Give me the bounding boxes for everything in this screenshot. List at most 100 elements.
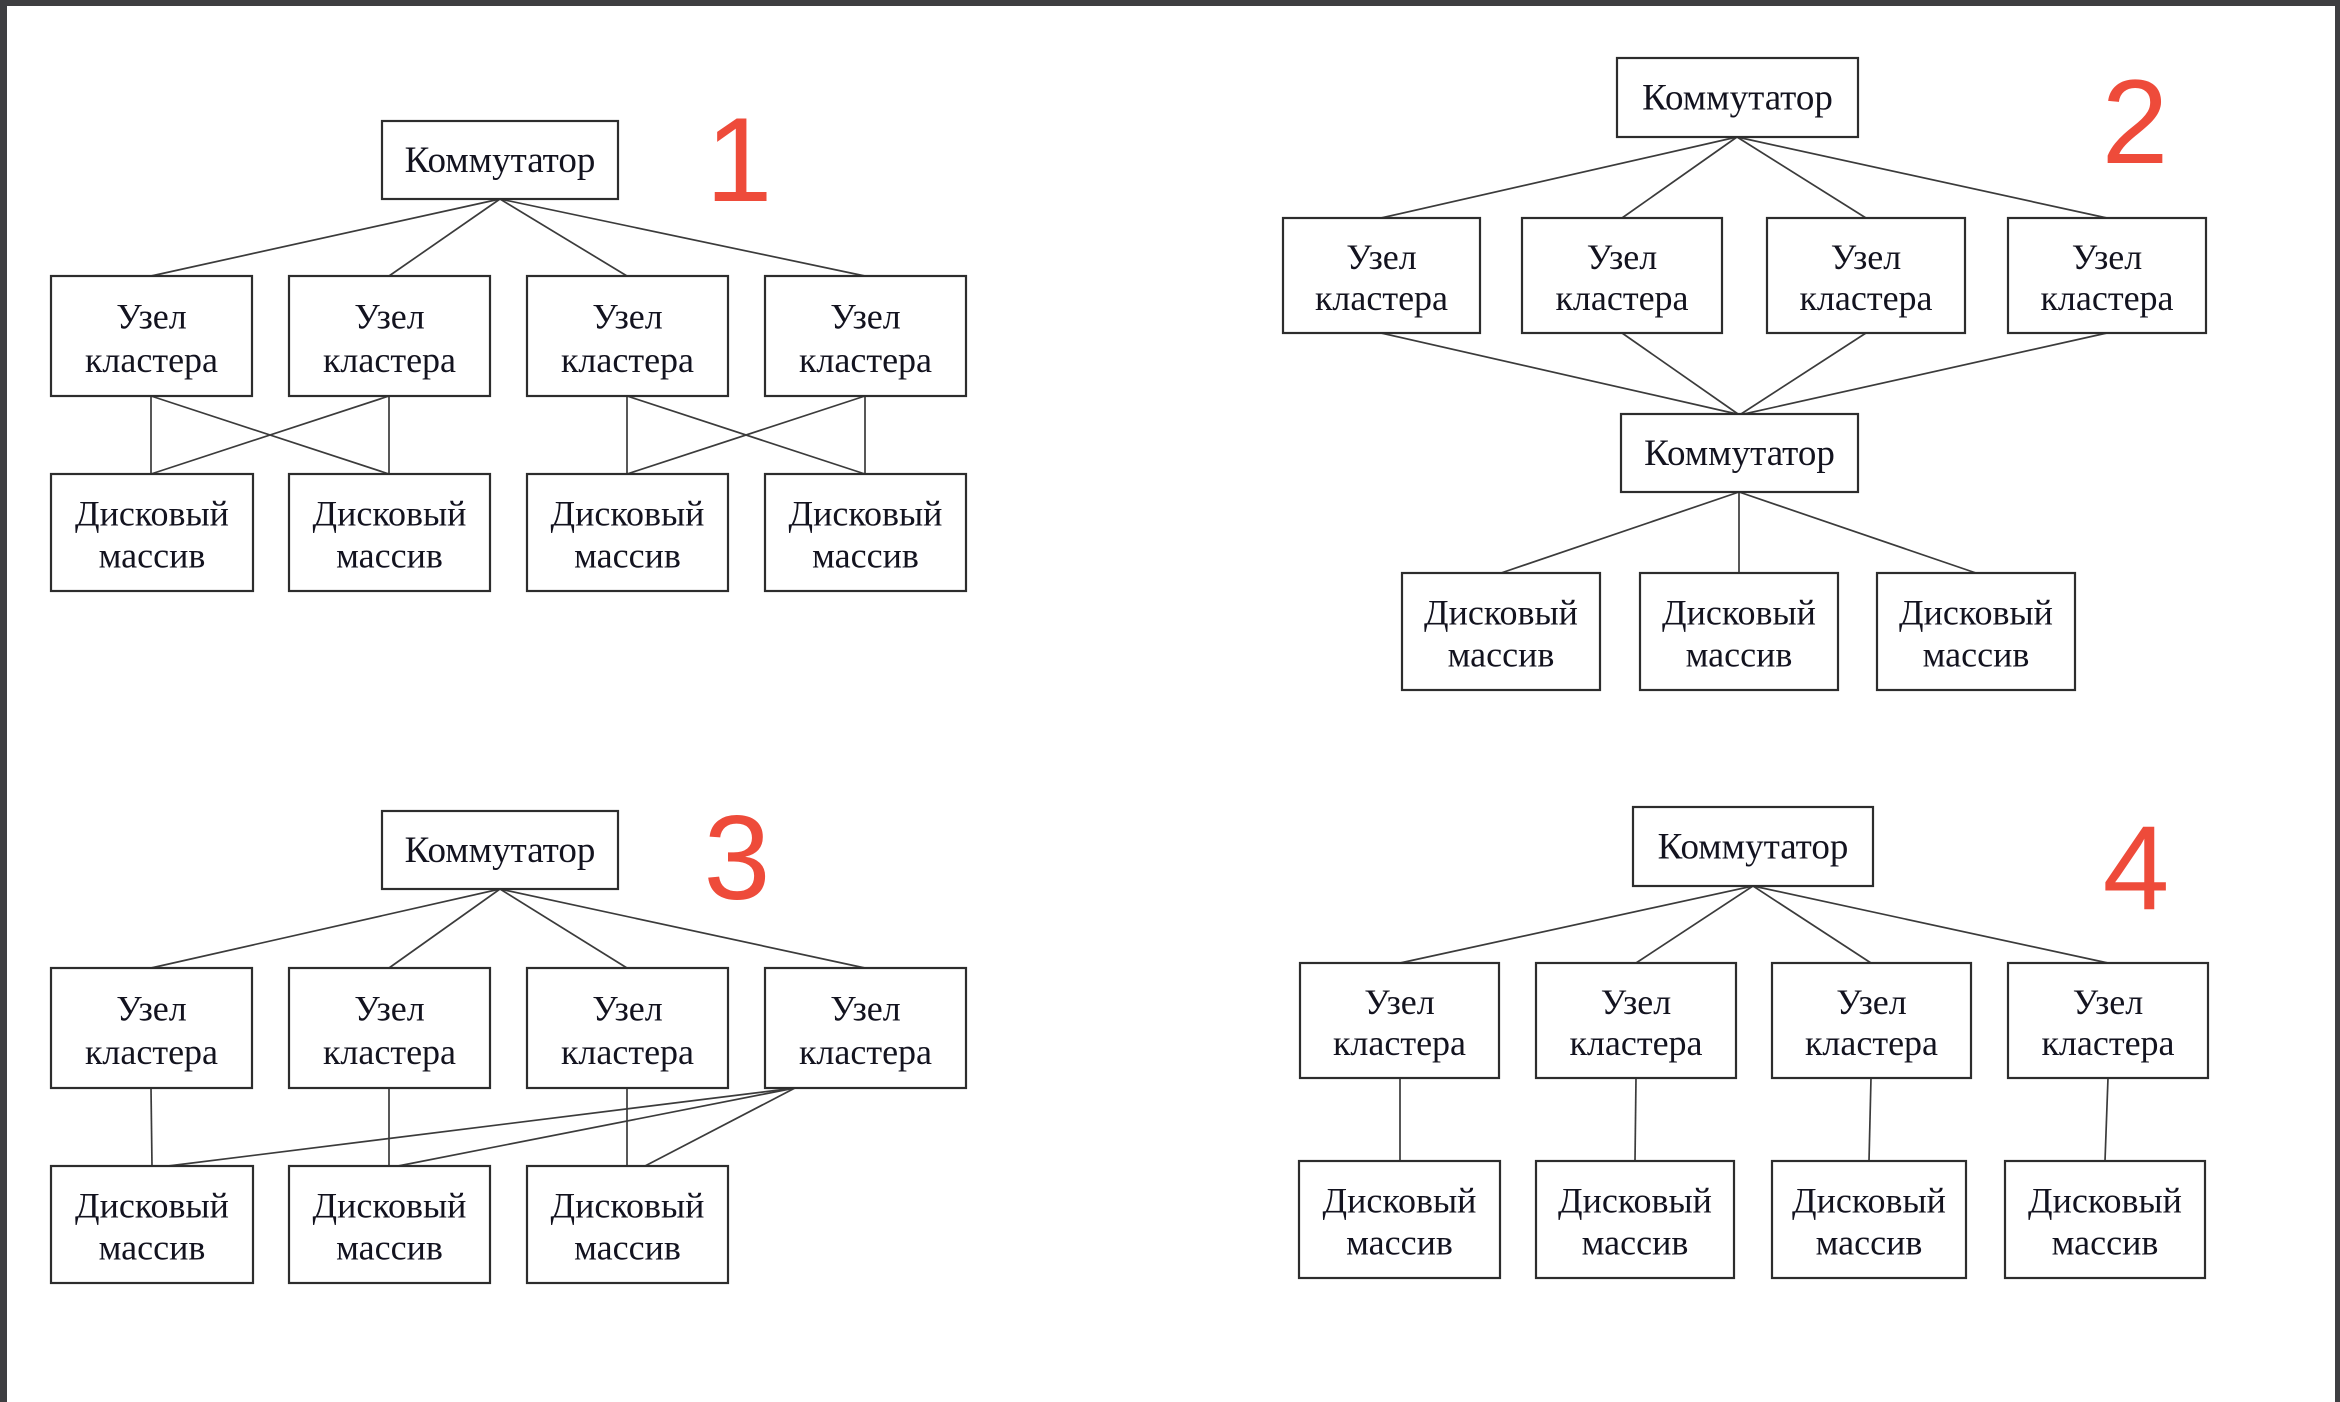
node-box-rect: [1298, 961, 1501, 1080]
disk-label-line1: Дисковый: [2028, 1181, 2182, 1221]
disk-label-line1: Дисковый: [789, 494, 943, 534]
disk-box-rect: [287, 472, 492, 593]
node-label-line1: Узел: [830, 989, 901, 1029]
node-label-line1: Узел: [1601, 982, 1672, 1022]
disk-label-line2: массив: [1346, 1223, 1453, 1263]
disk-box-rect: [49, 1164, 255, 1285]
node-label-line2: кластера: [85, 340, 218, 380]
disk-box-rect: [525, 1164, 730, 1285]
switch-box-rect: [1615, 56, 1860, 139]
connection-line: [499, 198, 628, 277]
switch-label: Коммутатор: [1644, 433, 1835, 474]
disk-box-rect: [525, 472, 730, 593]
node-label-line2: кластера: [799, 340, 932, 380]
node-label-line1: Узел: [592, 989, 663, 1029]
connection-line: [1621, 136, 1738, 219]
node-label-line2: кластера: [561, 340, 694, 380]
diagram-number-1: 1: [706, 93, 773, 227]
disk-label-line1: Дисковый: [1662, 593, 1816, 633]
node-box-rect: [1520, 216, 1724, 335]
disk-box-rect: [1875, 571, 2077, 692]
node-label-line1: Узел: [1831, 237, 1902, 277]
connection-line: [1500, 491, 1740, 574]
switch-label: Коммутатор: [1658, 827, 1849, 868]
switch-box: Коммутатор: [1631, 805, 1875, 888]
node-label-line2: кластера: [1569, 1023, 1702, 1063]
disk-label-line1: Дисковый: [1792, 1181, 1946, 1221]
disk-label-line1: Дисковый: [551, 494, 705, 534]
node-label-line2: кластера: [1805, 1023, 1938, 1063]
connection-line: [2104, 1077, 2109, 1162]
node-label-line2: кластера: [323, 1032, 456, 1072]
disk-label-line2: массив: [1448, 635, 1555, 675]
node-label-line2: кластера: [1555, 278, 1688, 318]
disk-label-line2: массив: [2052, 1223, 2159, 1263]
disk-label-line2: массив: [99, 1228, 206, 1268]
disk-label-line2: массив: [99, 536, 206, 576]
node-box-rect: [1534, 961, 1738, 1080]
connection-line: [1868, 1077, 1872, 1162]
disk-label-line1: Дисковый: [551, 1186, 705, 1226]
node-box-rect: [49, 274, 254, 398]
node-box-rect: [525, 966, 730, 1090]
disk-box-rect: [1400, 571, 1602, 692]
frame-border-top: [0, 0, 2340, 6]
connection-line: [499, 198, 866, 277]
connection-line: [1738, 491, 1977, 574]
node-label-line1: Узел: [1364, 982, 1435, 1022]
disk-box-rect: [287, 1164, 492, 1285]
switch-box-rect: [380, 809, 620, 891]
node-label-line1: Узел: [2072, 237, 2143, 277]
node-label-line2: кластера: [1333, 1023, 1466, 1063]
disk-label-line1: Дисковый: [1323, 1181, 1477, 1221]
disk-label-line1: Дисковый: [1899, 593, 2053, 633]
disk-box-rect: [1638, 571, 1840, 692]
node-box-rect: [1765, 216, 1967, 335]
frame-border-right: [2335, 0, 2340, 1402]
node-label-line1: Узел: [592, 297, 663, 337]
switch-box-rect: [1619, 412, 1860, 494]
connection-line: [1399, 885, 1754, 964]
node-label-line2: кластера: [799, 1032, 932, 1072]
switch-box: Коммутатор: [1615, 56, 1860, 139]
node-box-rect: [287, 966, 492, 1090]
disk-label-line2: массив: [1582, 1223, 1689, 1263]
disk-label-line1: Дисковый: [313, 494, 467, 534]
node-label-line1: Узел: [354, 989, 425, 1029]
disk-box-rect: [49, 472, 255, 593]
connection-line: [1634, 1077, 1637, 1162]
node-label-line2: кластера: [323, 340, 456, 380]
node-label-line1: Узел: [1836, 982, 1907, 1022]
disk-label-line1: Дисковый: [313, 1186, 467, 1226]
connection-line: [150, 395, 390, 475]
diagram-2: КоммутаторУзелкластераУзелкластераУзелкл…: [1281, 55, 2208, 692]
disk-label-line1: Дисковый: [1424, 593, 1578, 633]
connection-line: [388, 198, 501, 277]
connection-line: [1380, 332, 1738, 415]
node-label-line2: кластера: [2040, 278, 2173, 318]
connection-line: [1621, 332, 1739, 415]
connection-line: [397, 1087, 796, 1167]
diagram-number-2: 2: [2102, 55, 2169, 189]
connection-line: [1380, 136, 1738, 219]
node-box-rect: [763, 274, 968, 398]
switch-box-rect: [380, 119, 620, 201]
node-label-line2: кластера: [561, 1032, 694, 1072]
node-label-line1: Узел: [1346, 237, 1417, 277]
disk-label-line2: массив: [1686, 635, 1793, 675]
connection-line: [150, 1087, 153, 1167]
frame-border-left: [0, 0, 7, 1402]
